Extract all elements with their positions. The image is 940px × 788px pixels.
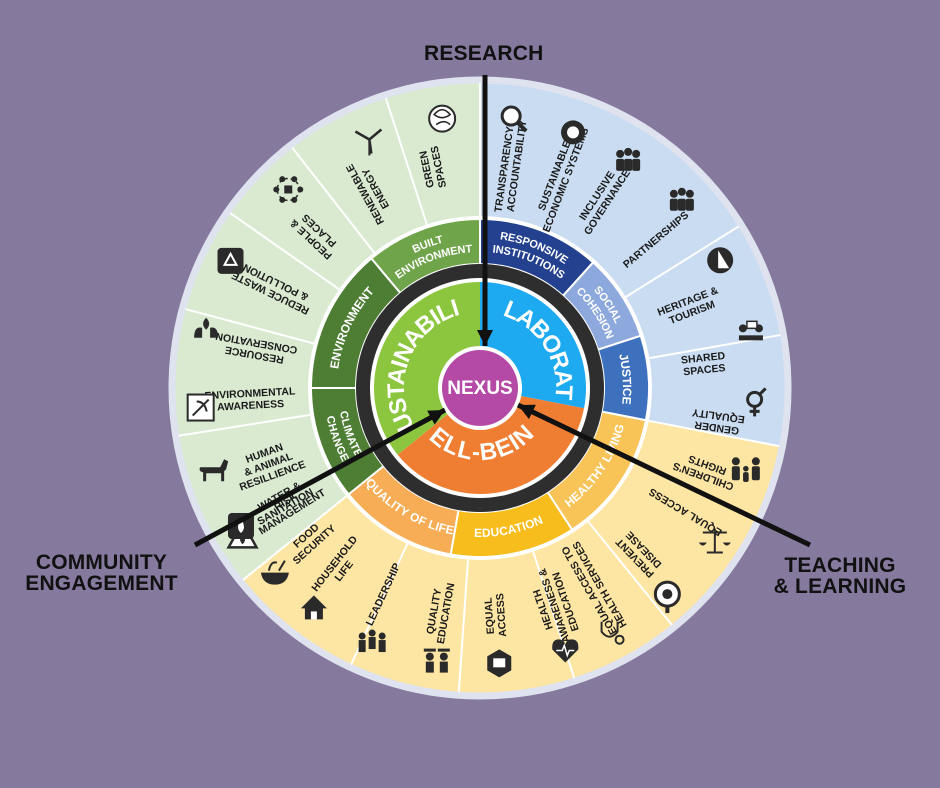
research-label: RESEARCH [424,42,544,65]
topic-label-line: ACCESS [494,593,509,637]
book-hex-icon [487,649,512,678]
topic-label-line: AWARENESS [217,398,285,413]
scales-icon [698,528,731,554]
leaders-icon [358,629,386,653]
teaching-arrow-line [516,402,812,548]
community-engagement-line-2: ENGAGEMENT [25,572,178,595]
topic-divider [625,225,740,298]
donkey-icon [199,459,229,482]
topic-label-line: ENVIRONMENTAL [204,385,296,402]
nexus-circle [442,350,518,426]
eco-sign-icon [186,393,215,422]
outer-rim [168,76,792,700]
teaching-learning-line-1: TEACHING [784,554,896,577]
partners-icon [669,187,694,211]
community-engagement-line-1: COMMUNITY [35,551,168,574]
sail-globe-icon [707,247,734,274]
theme-label: JUSTICE [616,352,634,405]
gear-globe-icon [561,120,586,145]
research-arrow-arrowhead [477,330,493,346]
community-engagement-label: COMMUNITY ENGAGEMENT [14,552,189,594]
teaching-learning-label: TEACHING & LEARNING [752,555,928,597]
topic-divider [457,559,469,693]
topic-divider [291,147,375,254]
magnifier-icon [500,105,528,133]
globe-leaf-icon [428,104,457,133]
group-icon [616,147,641,171]
virus-search-icon [653,580,681,614]
topic-divider [648,419,780,448]
graduates-icon [423,648,450,673]
topic-label-line: SHARED [680,350,726,367]
topic-divider [384,97,428,225]
wind-turbine-icon [354,128,383,156]
pillar-sustainability [374,282,480,455]
gender-icon [746,387,767,417]
recycle-icon [217,247,244,274]
network-people-icon [273,176,304,203]
topic-label-line: EQUAL [482,597,497,635]
topic-divider [178,413,311,437]
house-icon [300,595,327,620]
teaching-arrow-arrowhead [518,404,536,420]
hands-leaf-icon [194,317,219,338]
food-bowl-icon [260,560,289,585]
community-arrow-line [193,407,447,548]
nexus-label: NEXUS [447,378,512,399]
heartbeat-icon [552,639,579,663]
topic-divider [229,212,340,291]
teaching-learning-line-2: & LEARNING [773,575,907,598]
topic-divider [587,521,673,626]
stethoscope-icon [600,621,625,645]
meeting-table-icon [738,320,763,341]
arrows [193,75,812,548]
topic-divider [185,308,315,345]
topic-label-line: SPACES [683,362,726,378]
topic-divider [242,495,347,581]
family-icon [731,457,760,482]
community-arrow-arrowhead [427,410,445,425]
